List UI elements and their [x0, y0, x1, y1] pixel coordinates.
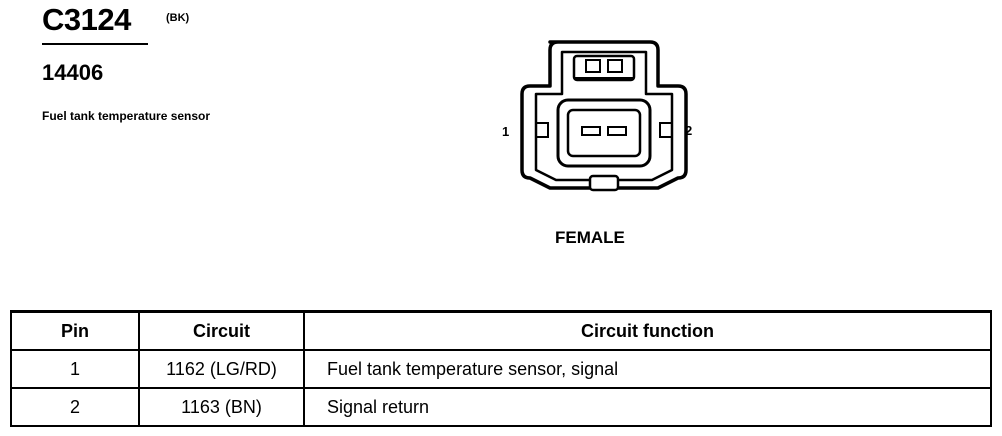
- header-circuit: Circuit: [138, 310, 305, 351]
- row-circuit: 1162 (LG/RD): [138, 349, 305, 389]
- row-circuit-function: Fuel tank temperature sensor, signal: [303, 349, 992, 389]
- row-circuit-function: Signal return: [303, 387, 992, 427]
- pin-table-header-row: Pin Circuit Circuit function: [10, 310, 992, 351]
- connector-gender-label: FEMALE: [555, 228, 625, 247]
- header-pin: Pin: [10, 310, 140, 351]
- latch-tab-left: [585, 59, 601, 73]
- connector-id: C3124: [42, 2, 131, 37]
- terminal-block-outer: [556, 98, 652, 168]
- side-notch-left: [535, 122, 549, 138]
- connector-face-diagram: 1 2: [490, 30, 720, 210]
- side-notch-right: [659, 122, 673, 138]
- row-pin: 2: [10, 387, 140, 427]
- connector-face-svg: 1 2: [502, 40, 692, 192]
- connector-id-underline: [42, 43, 148, 45]
- table-row: 2 1163 (BN) Signal return: [10, 387, 992, 427]
- pin-table: Pin Circuit Circuit function 1 1162 (LG/…: [10, 310, 992, 427]
- row-circuit: 1163 (BN): [138, 387, 305, 427]
- locking-latch: [572, 54, 636, 82]
- pin-number-left: 1: [502, 124, 509, 139]
- row-pin: 1: [10, 349, 140, 389]
- component-description: Fuel tank temperature sensor: [42, 109, 211, 123]
- connector-inner-housing: [534, 50, 674, 182]
- connector-color: (BK): [166, 12, 190, 24]
- latch-tab-right: [607, 59, 623, 73]
- terminal-pin-1: [581, 126, 601, 136]
- pin-number-right: 2: [685, 123, 692, 138]
- table-row: 1 1162 (LG/RD) Fuel tank temperature sen…: [10, 349, 992, 389]
- terminal-pin-2: [607, 126, 627, 136]
- part-number: 14406: [42, 60, 104, 85]
- bottom-key: [588, 174, 620, 192]
- terminal-block-inner: [566, 108, 642, 158]
- header-circuit-function: Circuit function: [303, 310, 992, 351]
